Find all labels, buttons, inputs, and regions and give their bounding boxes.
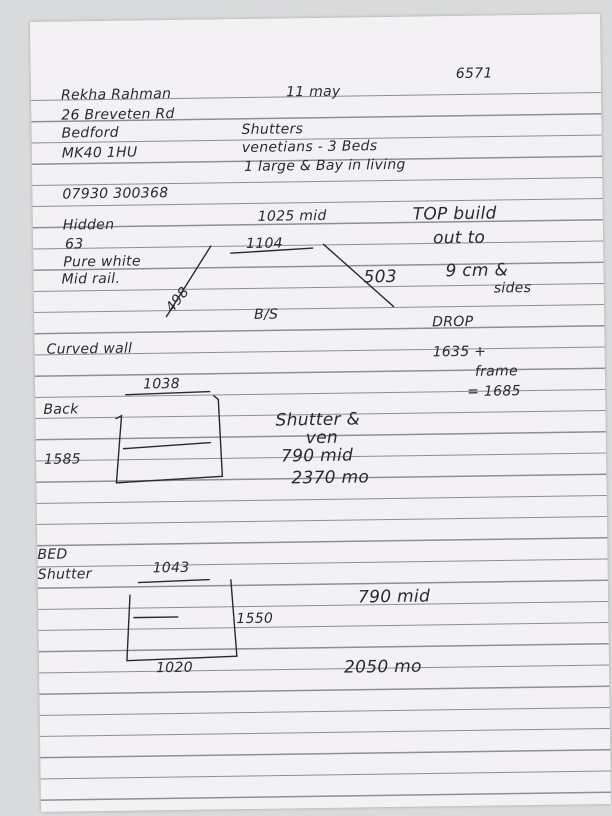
drop-value-1: 1635 + xyxy=(432,343,487,361)
customer-phone: 07930 300368 xyxy=(62,185,169,203)
bay-style-3: Pure white xyxy=(63,253,141,271)
bay-note-3: 9 cm & xyxy=(445,260,509,282)
bay-top-width: 1104 xyxy=(246,235,284,253)
bed-window-frame xyxy=(126,578,238,662)
back-label: Back xyxy=(43,401,79,418)
bed-label-2: Shutter xyxy=(37,566,92,583)
bay-note-4: sides xyxy=(493,280,532,297)
bay-mid-label: 1025 mid xyxy=(257,207,327,225)
bed-label-1: BED xyxy=(37,546,68,563)
drop-value-3: = 1685 xyxy=(467,383,521,400)
bed-top-width: 1043 xyxy=(152,559,190,577)
bed-note-1: 790 mid xyxy=(357,586,431,608)
back-note-3: 790 mid xyxy=(280,445,354,467)
bay-note-1: TOP build xyxy=(412,203,497,225)
drop-label: DROP xyxy=(432,313,474,331)
back-width: 1038 xyxy=(142,375,181,393)
back-height: 1585 xyxy=(44,451,82,468)
reference-number: 6571 xyxy=(455,65,493,83)
customer-postcode: MK40 1HU xyxy=(61,144,138,162)
bay-style-1: Hidden xyxy=(62,216,115,234)
customer-street: 26 Breveten Rd xyxy=(61,105,175,124)
bay-top-line xyxy=(230,247,314,254)
bay-note-2: out to xyxy=(432,227,486,249)
bed-bottom-width: 1020 xyxy=(155,659,193,677)
bay-style-4: Mid rail. xyxy=(61,270,121,288)
order-line-3: 1 large & Bay in living xyxy=(243,156,406,176)
customer-name: Rekha Rahman xyxy=(60,86,172,104)
sketch-drawings xyxy=(115,243,395,662)
bed-height: 1550 xyxy=(236,610,274,628)
bay-right-line xyxy=(322,243,395,308)
back-window-frame xyxy=(115,390,224,484)
drop-value-2: frame xyxy=(474,363,519,380)
bed-note-2: 2050 mo xyxy=(343,656,422,678)
order-line-2: venetians - 3 Beds xyxy=(241,138,378,157)
back-note-4: 2370 mo xyxy=(291,467,370,489)
bay-right-width: 503 xyxy=(363,266,398,288)
order-line-1: Shutters xyxy=(241,121,304,139)
bay-style-2: 63 xyxy=(64,236,84,253)
bay-left-line xyxy=(165,245,212,318)
date: 11 may xyxy=(285,83,341,101)
notepad-page: 6571 11 may Rekha Rahman 26 Breveten Rd … xyxy=(30,14,611,812)
customer-town: Bedford xyxy=(61,124,120,142)
bay-bs-label: B/S xyxy=(253,306,279,323)
curved-wall-label: Curved wall xyxy=(46,340,133,358)
